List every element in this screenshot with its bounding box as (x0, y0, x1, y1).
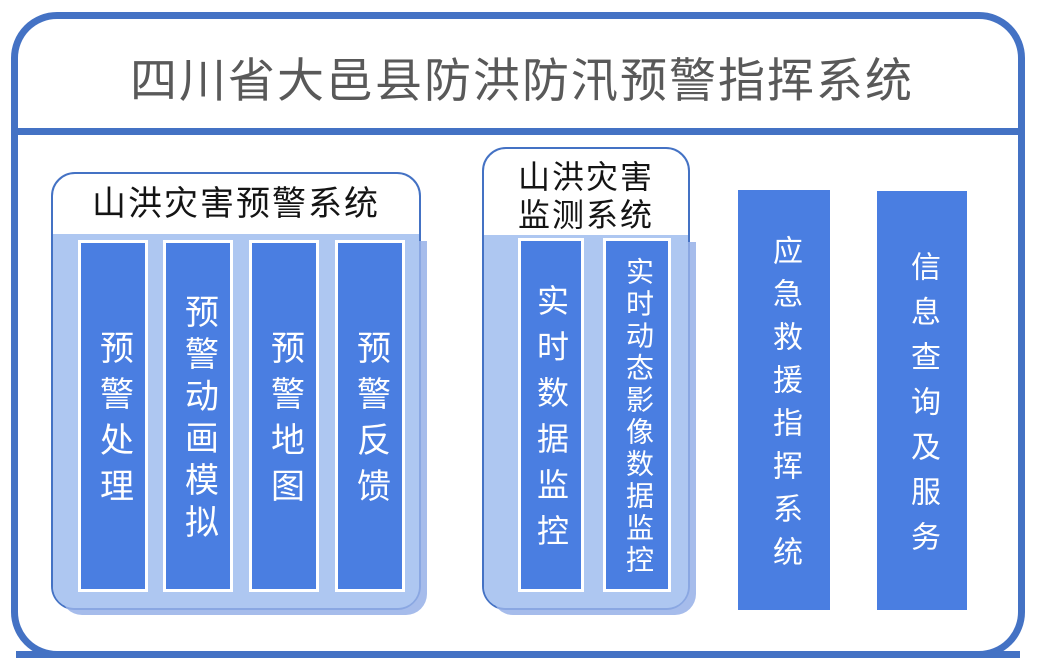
node-label: 信息查询及服务 (906, 250, 939, 566)
bottom-divider-line (16, 651, 1020, 658)
group-header-line: 山洪灾害 (517, 159, 654, 195)
node-realtime-data-monitoring: 实时数据监控 (518, 238, 584, 592)
node-warning-map: 预警地图 (249, 240, 319, 592)
group-mountain-flood-warning-system: 山洪灾害预警系统 预警处理 预警动画模拟 预警地图 预警反馈 (51, 172, 421, 610)
node-label: 应急救援指挥系统 (768, 234, 801, 579)
title-divider-line (16, 128, 1020, 135)
node-emergency-rescue-command-system: 应急救援指挥系统 (738, 190, 830, 610)
node-label: 实时数据监控 (533, 284, 569, 560)
group-header: 山洪灾害 监测系统 (484, 149, 688, 234)
group-header: 山洪灾害预警系统 (53, 174, 419, 225)
node-label: 预警处理 (94, 330, 132, 514)
group-header-line: 山洪灾害预警系统 (92, 186, 380, 223)
node-label: 实时动态影像数据监控 (622, 257, 653, 577)
group-mountain-flood-monitoring-system: 山洪灾害 监测系统 实时数据监控 实时动态影像数据监控 (482, 147, 690, 610)
node-label: 预警反馈 (351, 330, 389, 514)
diagram-title: 四川省大邑县防洪防汛预警指挥系统 (130, 54, 914, 107)
node-label: 预警动画模拟 (179, 294, 217, 546)
node-warning-processing: 预警处理 (78, 240, 148, 592)
group-header-line: 监测系统 (517, 197, 654, 233)
node-realtime-dynamic-image-data-monitoring: 实时动态影像数据监控 (603, 238, 671, 592)
node-warning-feedback: 预警反馈 (335, 240, 405, 592)
node-information-query-and-service: 信息查询及服务 (877, 191, 967, 610)
node-warning-animation-simulation: 预警动画模拟 (163, 240, 233, 592)
node-label: 预警地图 (265, 330, 303, 514)
